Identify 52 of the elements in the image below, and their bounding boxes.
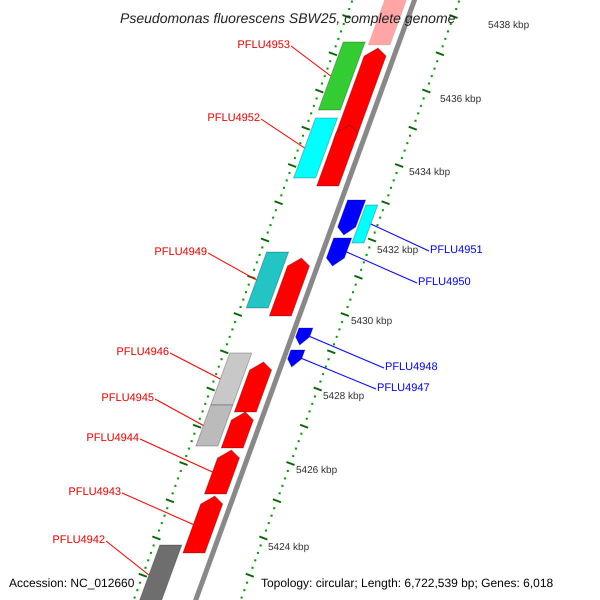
gene-bar	[318, 42, 366, 110]
topology-text: Topology: circular; Length: 6,722,539 bp; Genes: 6,018	[261, 577, 554, 589]
leader-line	[122, 492, 194, 525]
gene-label: PFLU4945	[101, 393, 154, 404]
gene-block	[316, 124, 359, 186]
gene-label: PFLU4950	[418, 277, 471, 288]
gene-bar	[210, 352, 253, 406]
leader-line	[208, 252, 257, 280]
leader-line	[170, 352, 221, 380]
leader-line	[260, 118, 306, 148]
gene-label: PFLU4951	[430, 245, 483, 256]
gene-label: PFLU4943	[68, 487, 121, 498]
gene-block	[326, 238, 352, 267]
leader-line	[301, 358, 376, 390]
gene-block	[268, 257, 310, 316]
gene-bar	[137, 544, 183, 600]
gene-block	[295, 328, 314, 346]
tick-label: 5424 kbp	[268, 543, 310, 553]
tick-label: 5428 kbp	[323, 392, 364, 402]
accession-text: Accession: NC_012660	[9, 577, 134, 589]
gene-block	[234, 361, 272, 412]
leader-line	[140, 438, 213, 472]
tick-label: 5430 kbp	[351, 317, 392, 327]
gene-bar	[195, 404, 234, 446]
gene-bar	[351, 204, 379, 244]
tick-label: 5426 kbp	[296, 466, 338, 476]
leader-line	[106, 540, 150, 576]
gene-block	[287, 350, 306, 368]
gene-block	[337, 200, 366, 236]
gene-bar	[292, 118, 338, 178]
tick-label: 5436 kbp	[440, 95, 482, 105]
tick-label: 5434 kbp	[409, 168, 450, 178]
title: Pseudomonas fluorescens SBW25, complete genome	[120, 11, 456, 25]
leader-line	[290, 46, 332, 76]
gene-bar	[245, 252, 290, 308]
gene-label: PFLU4953	[237, 40, 290, 51]
gene-label: PFLU4948	[385, 362, 438, 373]
gene-label: PFLU4947	[377, 383, 430, 394]
leader-line	[154, 398, 204, 426]
leader-line	[309, 336, 384, 368]
gene-label: PFLU4942	[52, 535, 105, 546]
gene-label: PFLU4949	[154, 247, 207, 258]
tick-label: 5438 kbp	[488, 21, 530, 31]
gene-block	[182, 495, 224, 554]
leader-line	[370, 224, 430, 252]
tick-label: 5432 kbp	[377, 246, 418, 256]
gene-label: PFLU4952	[207, 113, 260, 124]
leader-line	[346, 252, 418, 284]
gene-block	[220, 411, 254, 448]
gene-block	[204, 449, 240, 494]
gene-label: PFLU4946	[116, 347, 169, 358]
gene-label: PFLU4944	[86, 433, 139, 444]
